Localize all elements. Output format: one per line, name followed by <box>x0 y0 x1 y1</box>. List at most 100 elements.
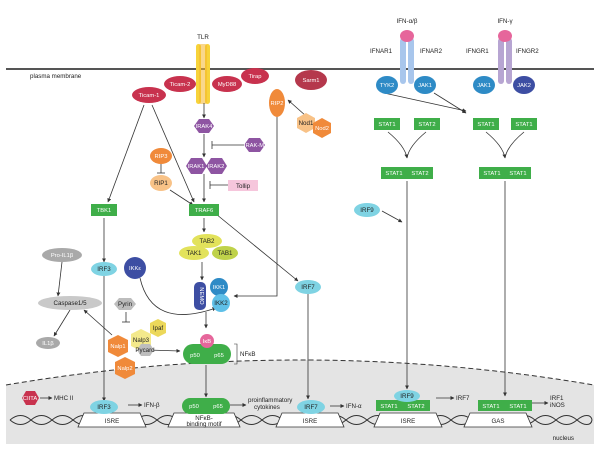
ikk2-label: IKK2 <box>214 300 228 307</box>
nalp1-label: Nalp1 <box>110 344 125 350</box>
rip2-label: RIP2 <box>271 101 284 107</box>
stat-dimer-ifnab: STAT1 STAT2 <box>381 167 433 179</box>
tirap-label: Tirap <box>249 74 262 80</box>
tyk2-node: TYK2 <box>376 76 398 94</box>
plasma-membrane-label: plasma membrane <box>30 73 82 80</box>
myd88-node: MyD88 <box>212 76 242 92</box>
pro-il1b-label: Pro-IL1β <box>51 253 74 259</box>
nemo-label: NEMO <box>198 287 204 305</box>
jak1-left-label: JAK1 <box>418 83 432 89</box>
isre-label-2: ISRE <box>303 418 317 425</box>
nod1-label: Nod1 <box>299 120 314 127</box>
ifnb-label: IFN-β <box>144 402 160 409</box>
arrow-stat11-dimer-2 <box>504 131 525 159</box>
isre-label-3: ISRE <box>401 418 415 425</box>
ikk2-node: IKK2 <box>212 294 230 312</box>
mhc2-label: MHC II <box>54 395 74 402</box>
ifng-label: IFN-γ <box>497 18 513 25</box>
arrow-ticam1-tbk1 <box>107 104 145 203</box>
p50-nuc-label: p50 <box>189 404 199 410</box>
nod2-node: Nod2 <box>313 118 331 138</box>
myd88-label: MyD88 <box>218 82 236 88</box>
tollip-node: Tollip <box>228 180 258 191</box>
tab1-label: TAB1 <box>217 250 233 257</box>
arrow-stat12-dimer <box>387 131 409 159</box>
irf3-nuc-label: IRF3 <box>97 404 111 411</box>
stat1-nuc-c-label: STAT1 <box>509 404 526 410</box>
irak2-label: IRAK2 <box>208 164 225 170</box>
irf9-cyto-label: IRF9 <box>360 207 374 214</box>
tak1-node: TAK1 <box>179 246 209 260</box>
arrow-layer <box>40 92 549 408</box>
ikk1-label: IKK1 <box>213 285 226 291</box>
pycard-node: Pycard <box>135 344 155 356</box>
irak-m-node: IRAK-M <box>244 138 265 152</box>
ifnar1-label: IFNAR1 <box>370 48 393 55</box>
nemo-node: NEMO <box>194 282 206 310</box>
nfkb-motif-label-1: NFκB- <box>195 415 213 422</box>
traf6-label: TRAF6 <box>195 208 213 214</box>
irf9-nuc-label: IRF9 <box>400 393 414 400</box>
ikk1-node: IKK1 <box>210 278 228 296</box>
ciita-node: CIITA <box>22 391 39 405</box>
irf9-cyto-node: IRF9 <box>354 203 380 217</box>
irf7-cyto-node: IRF7 <box>295 280 321 294</box>
stat-dimer-ifng: STAT1 STAT1 <box>479 167 531 179</box>
irf7-nuc-label: IRF7 <box>304 404 318 411</box>
stat1-nuc-b-label: STAT1 <box>482 404 499 410</box>
ipaf-label: Ipaf <box>153 325 164 332</box>
arrow-rip1-traf6 <box>169 189 194 206</box>
promoter-isre-1: ISRE <box>77 412 147 428</box>
tyk2-label: TYK2 <box>380 83 395 89</box>
tak1-label: TAK1 <box>186 250 202 257</box>
pycard-label: Pycard <box>135 347 155 354</box>
irf7-nuc-node: IRF7 <box>297 400 325 414</box>
pyrin-node: Pyrin <box>114 298 136 310</box>
stat1-a-label: STAT1 <box>378 122 395 128</box>
caspase-label: Caspase1/5 <box>53 300 87 307</box>
ikb-label: IκB <box>203 339 212 345</box>
nalp2-node: Nalp2 <box>115 357 135 379</box>
ticam2-node: Ticam-2 <box>164 76 196 92</box>
ifna-label: IFN-α <box>346 403 362 410</box>
stat2-a-node: STAT2 <box>414 118 440 130</box>
arrow-rip2-ikk <box>233 116 278 298</box>
stat2-nuc-label: STAT2 <box>407 404 424 410</box>
irak1-label: IRAK1 <box>188 164 205 170</box>
ticam2-label: Ticam-2 <box>170 82 191 88</box>
promoter-isre-2: ISRE <box>275 412 345 428</box>
tbk1-label: TBK1 <box>97 208 112 214</box>
isre-label-1: ISRE <box>105 418 119 425</box>
stat1-b-node: STAT1 <box>473 118 499 130</box>
arrow-jak1-stat <box>433 92 467 114</box>
nfkb-complex: IκB p50 p65 NFκB <box>183 334 255 365</box>
nalp2-label: Nalp2 <box>117 366 132 372</box>
stat2-d-label: STAT2 <box>411 171 428 177</box>
jak1-right-node: JAK1 <box>473 76 495 94</box>
rip1-node: RIP1 <box>150 175 172 191</box>
irak1-node: IRAK1 <box>186 158 207 174</box>
promoter-nfkb: NFκB- binding motif <box>167 412 241 428</box>
irf3-cyto-label: IRF3 <box>97 266 111 273</box>
sarm1-node: Sarm1 <box>295 70 327 90</box>
irf1-label: IRF1 <box>550 395 564 402</box>
stat1-c-label: STAT1 <box>515 122 532 128</box>
tbk1-node: TBK1 <box>91 204 117 216</box>
rip3-label: RIP3 <box>155 154 168 160</box>
ipaf-node: Ipaf <box>150 319 166 337</box>
ifnar2-label: IFNAR2 <box>420 48 443 55</box>
tab2-node: TAB2 <box>192 234 222 248</box>
stat1-e-label: STAT1 <box>483 171 500 177</box>
jak1-left-node: JAK1 <box>414 76 436 94</box>
ikke-node: IKKε <box>124 257 146 279</box>
p65-label: p65 <box>214 353 224 359</box>
irf3-cyto-node: IRF3 <box>91 262 117 276</box>
inos-label: iNOS <box>550 402 565 409</box>
nuclear-envelope <box>5 359 595 386</box>
stat1-b-label: STAT1 <box>477 122 494 128</box>
arrow-tyk2-stat-left <box>383 92 467 113</box>
il1b-node: IL1β <box>36 337 60 349</box>
proinflammatory-label: proinflammatory <box>248 397 293 404</box>
rip2-node: RIP2 <box>269 89 285 117</box>
